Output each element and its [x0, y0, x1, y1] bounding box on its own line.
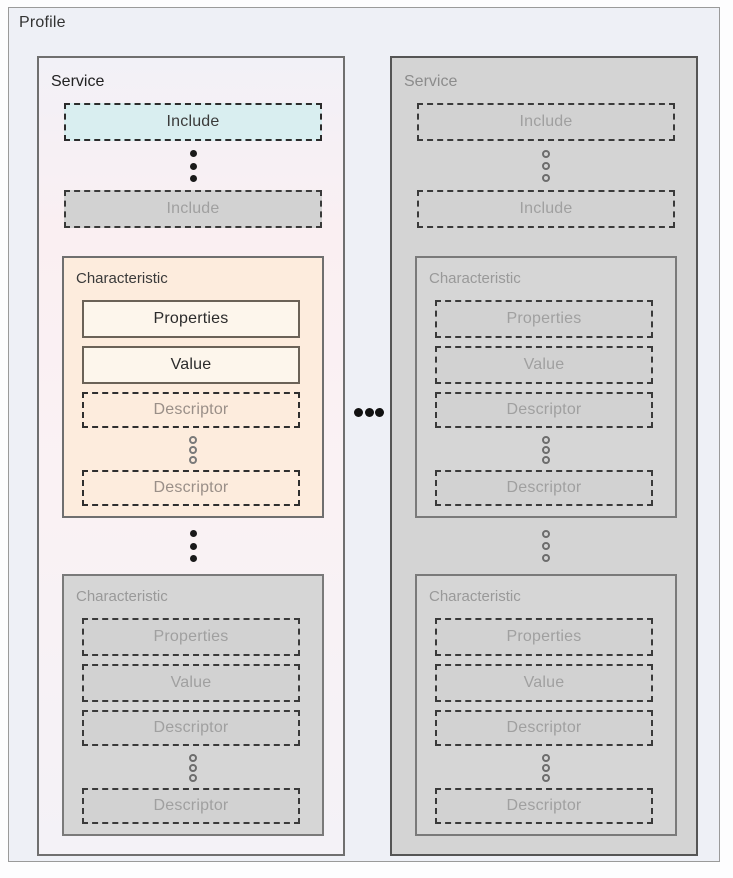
properties-label: Properties [506, 628, 582, 645]
ellipsis-dot [542, 530, 550, 538]
descriptor-label: Descriptor [506, 797, 582, 814]
include-box-dimmed[interactable]: Include [64, 190, 322, 228]
properties-box[interactable]: Properties [82, 618, 300, 656]
descriptor-box[interactable]: Descriptor [82, 470, 300, 506]
ellipsis-dot [354, 407, 363, 417]
service-block-active[interactable]: Service Include Include Characteristic P… [37, 56, 345, 856]
characteristic-title: Characteristic [76, 270, 168, 287]
descriptor-box[interactable]: Descriptor [82, 392, 300, 428]
service-title: Service [404, 73, 458, 90]
vertical-ellipsis-descriptors [189, 436, 197, 464]
vertical-ellipsis-includes [189, 150, 197, 182]
ellipsis-dot [189, 774, 197, 782]
descriptor-box[interactable]: Descriptor [82, 788, 300, 824]
characteristic-title: Characteristic [429, 270, 521, 287]
ellipsis-dot [189, 555, 197, 562]
service-block-dimmed[interactable]: Service Include Include Characteristic P… [390, 56, 698, 856]
descriptor-label: Descriptor [506, 479, 582, 496]
profile-title: Profile [19, 14, 66, 31]
ellipsis-dot [542, 436, 550, 444]
descriptor-label: Descriptor [153, 719, 229, 736]
ellipsis-dot [189, 764, 197, 772]
value-label: Value [523, 356, 565, 373]
horizontal-ellipsis-services [354, 406, 384, 418]
value-label: Value [523, 674, 565, 691]
characteristic-block-dimmed[interactable]: Characteristic Properties Value Descript… [415, 256, 677, 518]
value-box[interactable]: Value [435, 664, 653, 702]
ellipsis-dot [542, 150, 550, 158]
descriptor-box[interactable]: Descriptor [435, 788, 653, 824]
vertical-ellipsis-descriptors [542, 436, 550, 464]
ellipsis-dot [189, 175, 197, 182]
descriptor-label: Descriptor [506, 401, 582, 418]
ellipsis-dot [189, 456, 197, 464]
vertical-ellipsis-characteristics [542, 530, 550, 562]
descriptor-box[interactable]: Descriptor [82, 710, 300, 746]
vertical-ellipsis-descriptors [189, 754, 197, 782]
properties-box[interactable]: Properties [435, 300, 653, 338]
vertical-ellipsis-descriptors [542, 754, 550, 782]
descriptor-box[interactable]: Descriptor [435, 470, 653, 506]
ellipsis-dot [542, 446, 550, 454]
value-label: Value [170, 674, 212, 691]
ellipsis-dot [189, 162, 197, 170]
properties-label: Properties [506, 310, 582, 327]
descriptor-box[interactable]: Descriptor [435, 710, 653, 746]
include-label: Include [166, 200, 220, 217]
value-box[interactable]: Value [82, 346, 300, 384]
ellipsis-dot [542, 456, 550, 464]
service-title: Service [51, 73, 105, 90]
ellipsis-dot [189, 446, 197, 454]
ellipsis-dot [189, 150, 197, 157]
properties-label: Properties [153, 310, 229, 327]
value-box[interactable]: Value [435, 346, 653, 384]
include-box-dimmed[interactable]: Include [417, 190, 675, 228]
characteristic-title: Characteristic [429, 588, 521, 605]
properties-box[interactable]: Properties [435, 618, 653, 656]
descriptor-label: Descriptor [153, 401, 229, 418]
ellipsis-dot [542, 542, 550, 550]
characteristic-block-dimmed[interactable]: Characteristic Properties Value Descript… [415, 574, 677, 836]
ellipsis-dot [542, 162, 550, 170]
profile-container: Profile Service Include Include Characte… [8, 7, 720, 862]
ellipsis-dot [189, 530, 197, 537]
characteristic-title: Characteristic [76, 588, 168, 605]
ellipsis-dot [542, 554, 550, 562]
include-label: Include [519, 200, 573, 217]
include-label: Include [166, 113, 220, 130]
ellipsis-dot [189, 436, 197, 444]
ellipsis-dot [542, 774, 550, 782]
descriptor-label: Descriptor [153, 797, 229, 814]
ellipsis-dot [542, 754, 550, 762]
ellipsis-dot [542, 174, 550, 182]
descriptor-box[interactable]: Descriptor [435, 392, 653, 428]
vertical-ellipsis-includes [542, 150, 550, 182]
descriptor-label: Descriptor [153, 479, 229, 496]
properties-label: Properties [153, 628, 229, 645]
include-label: Include [519, 113, 573, 130]
ellipsis-dot [542, 764, 550, 772]
include-box-dimmed[interactable]: Include [417, 103, 675, 141]
ellipsis-dot [189, 754, 197, 762]
include-box-active[interactable]: Include [64, 103, 322, 141]
ellipsis-dot [189, 542, 197, 550]
properties-box[interactable]: Properties [82, 300, 300, 338]
characteristic-block-active[interactable]: Characteristic Properties Value Descript… [62, 256, 324, 518]
vertical-ellipsis-characteristics [189, 530, 197, 562]
ellipsis-dot [375, 407, 384, 417]
value-label: Value [170, 356, 212, 373]
value-box[interactable]: Value [82, 664, 300, 702]
ellipsis-dot [364, 407, 374, 417]
descriptor-label: Descriptor [506, 719, 582, 736]
characteristic-block-dimmed[interactable]: Characteristic Properties Value Descript… [62, 574, 324, 836]
